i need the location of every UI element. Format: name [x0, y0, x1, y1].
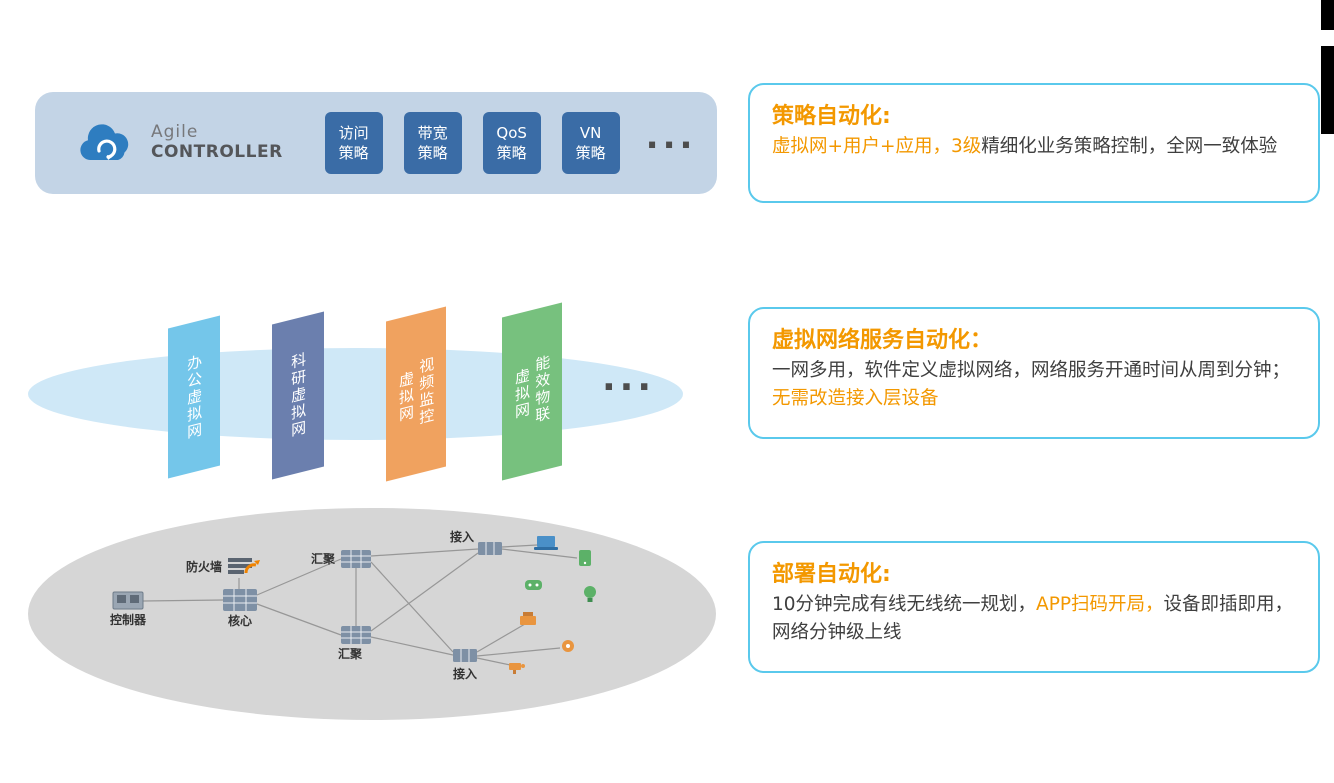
policy-label: 带宽 [417, 123, 448, 142]
controller-panel: Agile CONTROLLER 访问 策略 带宽 策略 QoS 策略 VN 策… [35, 92, 717, 194]
virtual-network-label: 视频监控 虚拟网 [397, 355, 436, 428]
virtual-network-label: 科研虚拟网 [289, 350, 308, 441]
access-switch-icon [478, 542, 502, 555]
virtual-network-label: 办公虚拟网 [185, 352, 204, 442]
policy-automation-card: 策略自动化: 虚拟网+用户+应用，3级精细化业务策略控制，全网一致体验 [748, 83, 1320, 203]
card-text-highlight: 虚拟网+用户+应用，3级 [772, 136, 982, 157]
ptz-camera-icon [509, 663, 525, 674]
virtual-network-energy-iot: 能效物联 虚拟网 [502, 302, 562, 481]
cloud-icon-svg [80, 124, 129, 160]
topology-links [142, 544, 578, 667]
brand-name-bottom: CONTROLLER [151, 142, 283, 162]
card-text: 设备即插即用，网络分钟级上线 [772, 594, 1294, 643]
screen-artifact-mid [1321, 46, 1334, 134]
access1-label: 接入 [450, 529, 474, 544]
card-text-highlight: 无需改造接入层设备 [772, 387, 939, 409]
access2-label: 接入 [453, 666, 477, 681]
policy-box-vn: VN 策略 [561, 112, 620, 174]
tablet-icon [579, 550, 591, 566]
policy-label: 策略 [575, 144, 606, 162]
laptop-icon [534, 536, 558, 550]
more-virtual-networks-ellipsis: ... [602, 358, 656, 399]
policy-label: QoS [496, 123, 527, 142]
virtual-network-label: 能效物联 虚拟网 [513, 352, 552, 426]
printer-icon [520, 612, 536, 625]
virtual-network-layer-ellipse [28, 348, 683, 440]
policy-label: 策略 [338, 144, 369, 162]
card-body: 虚拟网+用户+应用，3级精细化业务策略控制，全网一致体验 [772, 133, 1296, 161]
access-switch-icon [453, 649, 477, 662]
firewall-icon [228, 558, 260, 574]
virtual-network-research: 科研虚拟网 [272, 311, 324, 480]
card-title: 虚拟网络服务自动化： [772, 328, 993, 353]
card-body: 一网多用，软件定义虚拟网络，网络服务开通时间从周到分钟； 无需改造接入层设备 [772, 357, 1296, 413]
lightbulb-icon [584, 586, 596, 602]
card-text: 10分钟完成有线无线统一规划， [772, 594, 1037, 615]
policy-box-access: 访问 策略 [324, 112, 383, 174]
policy-box-qos: QoS 策略 [482, 112, 541, 174]
aggregation-switch-icon [341, 550, 371, 568]
screen-artifact-top [1321, 0, 1334, 30]
card-body: 10分钟完成有线无线统一规划，APP扫码开局，设备即插即用，网络分钟级上线 [772, 591, 1296, 647]
policy-label: 策略 [496, 144, 527, 162]
policy-label: 访问 [338, 123, 369, 142]
card-title: 策略自动化: [772, 104, 891, 129]
controller-label: 控制器 [110, 612, 147, 627]
dome-camera-icon [562, 640, 574, 652]
camera-icon [525, 580, 542, 590]
more-policies-ellipsis: ... [645, 117, 697, 157]
network-topology: 防火墙 控制器 核心 汇聚 [110, 529, 596, 681]
firewall-label: 防火墙 [186, 559, 222, 574]
cloud-icon [75, 120, 139, 166]
brand-name-top: Agile [151, 122, 199, 143]
policy-box-row: 访问 策略 带宽 策略 QoS 策略 VN 策略 [324, 112, 620, 174]
deployment-automation-card: 部署自动化: 10分钟完成有线无线统一规划，APP扫码开局，设备即插即用，网络分… [748, 541, 1320, 673]
aggregation-switch-icon [341, 626, 371, 644]
policy-label: VN [579, 123, 602, 142]
policy-label: 策略 [417, 144, 448, 162]
card-text: 精细化业务策略控制，全网一致体验 [981, 136, 1278, 157]
card-text: 一网多用，软件定义虚拟网络，网络服务开通时间从周到分钟； [772, 360, 1291, 381]
physical-network-layer-ellipse: 防火墙 控制器 核心 汇聚 [28, 508, 716, 720]
virtual-network-automation-card: 虚拟网络服务自动化： 一网多用，软件定义虚拟网络，网络服务开通时间从周到分钟； 无… [748, 307, 1320, 439]
virtual-network-office: 办公虚拟网 [168, 315, 220, 479]
core-switch-icon [223, 589, 257, 611]
card-title: 部署自动化: [772, 562, 891, 587]
policy-box-bandwidth: 带宽 策略 [403, 112, 462, 174]
virtual-network-video-surveillance: 视频监控 虚拟网 [386, 306, 446, 482]
agile-controller-logo: Agile CONTROLLER [151, 123, 283, 162]
controller-icon [112, 591, 144, 610]
aggregation1-label: 汇聚 [311, 552, 336, 566]
aggregation2-label: 汇聚 [338, 647, 363, 661]
card-text-highlight: APP扫码开局， [1036, 594, 1164, 615]
core-label: 核心 [228, 613, 252, 628]
